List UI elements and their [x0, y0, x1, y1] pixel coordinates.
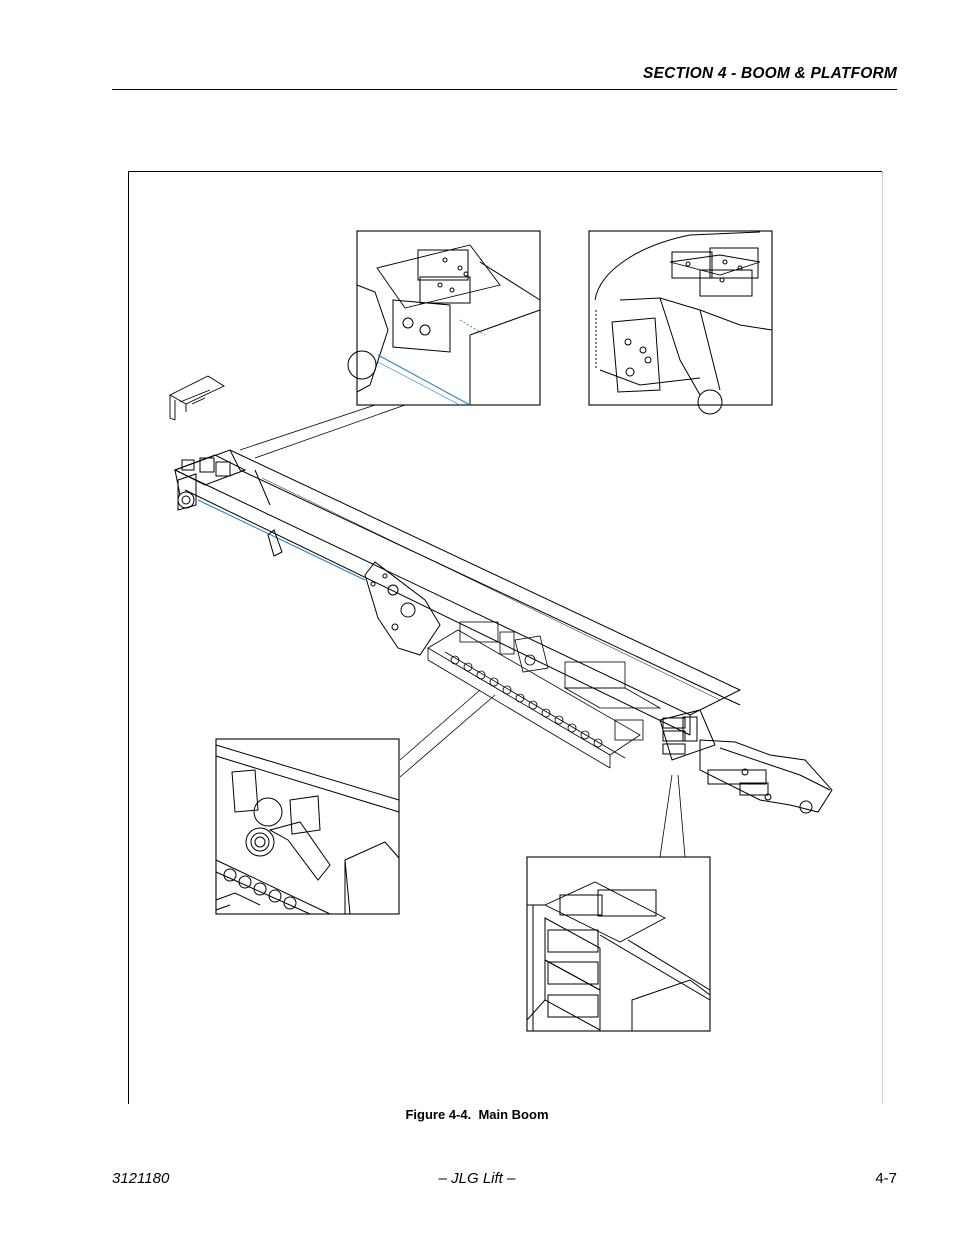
figure-caption-text: Figure 4-4. Main Boom: [405, 1107, 549, 1122]
detail-box-1: [347, 230, 541, 406]
document-number: 3121180: [112, 1170, 170, 1187]
figure-frame: [128, 171, 883, 1104]
detail-box-2: [588, 230, 773, 415]
boom-body: [173, 449, 742, 736]
detail-box-4: [526, 856, 711, 1032]
callout-leaders: [239, 404, 686, 858]
figure-caption: Figure 4-4. Main Boom: [0, 1107, 954, 1122]
header-rule: [112, 89, 897, 90]
bracket-part: [169, 375, 225, 421]
detail-box-3: [215, 738, 400, 915]
fly-tip: [659, 709, 833, 814]
page-number: 4-7: [875, 1170, 897, 1187]
section-title: SECTION 4 - BOOM & PLATFORM: [643, 65, 897, 82]
chain-assembly: [427, 621, 662, 769]
footer-brand: – JLG Lift –: [438, 1170, 516, 1187]
